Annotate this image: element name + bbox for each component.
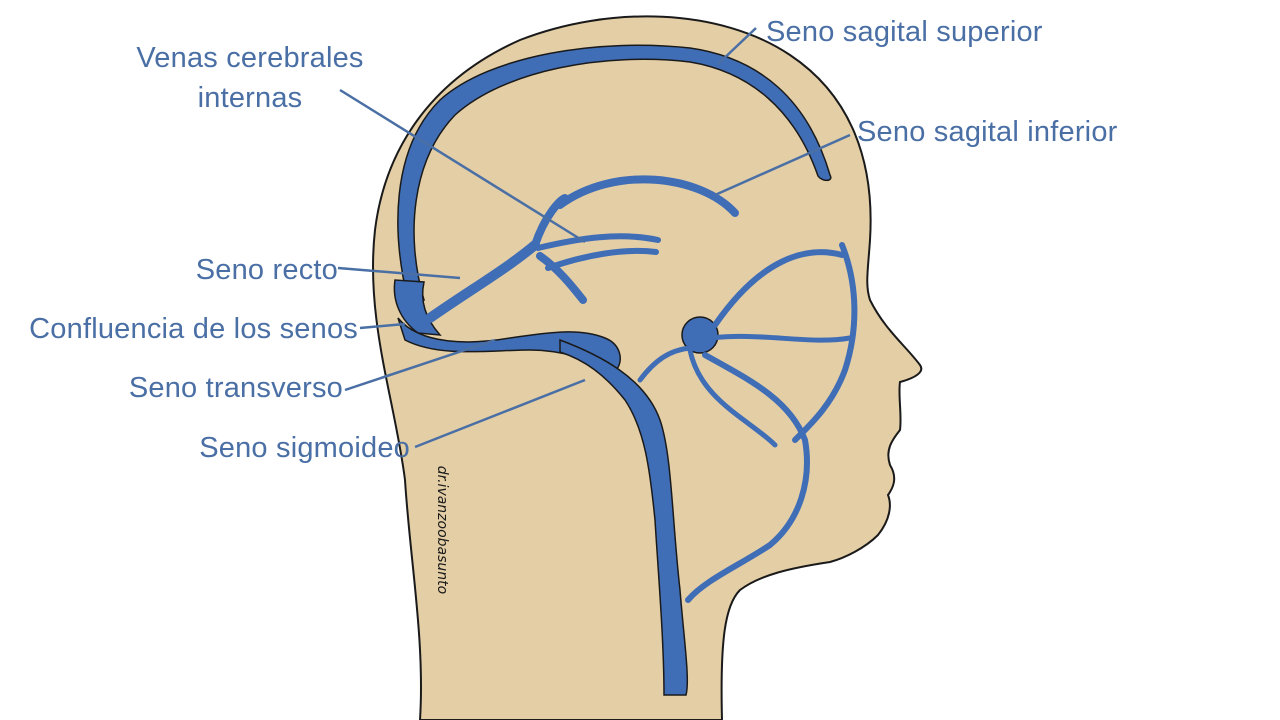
internal-cerebral-vein-3: [536, 252, 587, 304]
superior-sagittal-sinus: [397, 44, 832, 301]
label-venas-cerebrales-line2: internas: [198, 82, 303, 114]
superior-ophthalmic-vein: [712, 249, 845, 328]
straight-sinus: [425, 240, 540, 323]
artist-signature: dr.ivanzoobasunto: [434, 466, 450, 594]
leader-superior-sagittal: [717, 27, 757, 65]
facial-vein: [685, 352, 810, 603]
sigmoid-sinus: [559, 338, 689, 696]
label-seno-sigmoideo: Seno sigmoideo: [199, 432, 410, 464]
label-seno-transverso: Seno transverso: [129, 372, 343, 404]
inferior-sagittal-sinus: [556, 175, 739, 217]
label-confluencia: Confluencia de los senos: [29, 313, 358, 345]
internal-cerebral-vein-1: [535, 233, 661, 251]
label-seno-sagital-inferior: Seno sagital inferior: [857, 116, 1118, 148]
venous-system: [393, 44, 858, 696]
labels: Seno sagital superior Seno sagital infer…: [29, 16, 1117, 464]
leader-inferior-sagittal: [714, 133, 851, 197]
great-cerebral-vein: [531, 194, 569, 249]
label-seno-recto: Seno recto: [196, 254, 338, 286]
internal-cerebral-vein-2: [545, 247, 659, 271]
leader-straight-sinus: [337, 266, 461, 280]
pterygoid-connector: [709, 333, 853, 343]
deep-connector: [637, 345, 693, 383]
leader-internal-veins: [339, 88, 586, 244]
leader-lines: [337, 27, 851, 449]
label-seno-sagital-superior: Seno sagital superior: [766, 16, 1043, 48]
label-venas-cerebrales-line1: Venas cerebrales: [136, 42, 363, 74]
retromandibular-vein: [687, 347, 778, 448]
confluence-of-sinuses: [397, 317, 621, 373]
leader-confluence: [359, 322, 406, 330]
anterior-facial-connector: [792, 242, 858, 443]
leader-sigmoid: [414, 378, 586, 449]
leader-transverse: [344, 338, 496, 392]
